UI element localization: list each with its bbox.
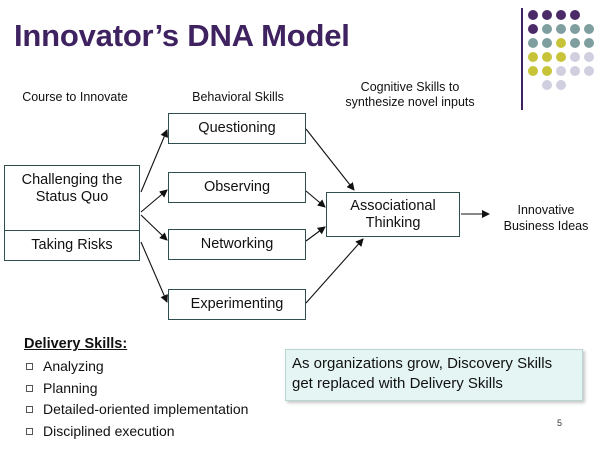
box-associational-thinking: Associational Thinking	[326, 192, 460, 237]
delivery-item-label: Disciplined execution	[43, 422, 175, 439]
box-challenging-status-quo: Challenging the Status Quo	[4, 165, 140, 231]
delivery-item-label: Detailed-oriented implementation	[43, 401, 249, 417]
dot	[528, 38, 538, 48]
dot	[570, 10, 580, 20]
arrow-experimenting-to-associational	[305, 238, 364, 304]
dot	[584, 52, 594, 62]
dot	[556, 10, 566, 20]
arrow-left-to-questioning	[140, 129, 168, 193]
dot	[556, 66, 566, 76]
decorative-dot-grid	[528, 10, 600, 98]
dot	[542, 24, 552, 34]
delivery-skills-list: Analyzing Planning Detailed-oriented imp…	[24, 356, 248, 442]
dot	[570, 52, 580, 62]
arrow-left-to-experimenting	[140, 241, 168, 303]
dot	[542, 52, 552, 62]
dot	[556, 80, 566, 90]
delivery-skills-title: Delivery Skills:	[24, 336, 128, 352]
decorative-divider	[521, 8, 523, 110]
delivery-item-label: Analyzing	[43, 358, 104, 374]
dot	[556, 38, 566, 48]
dot	[556, 52, 566, 62]
square-bullet-icon	[26, 406, 33, 414]
arrow-left-to-networking	[140, 214, 168, 241]
dot	[528, 66, 538, 76]
dot	[528, 52, 538, 62]
box-experimenting: Experimenting	[168, 289, 306, 320]
square-bullet-icon	[26, 427, 33, 435]
dot	[542, 80, 552, 90]
dot	[570, 24, 580, 34]
dot	[584, 38, 594, 48]
arrow-networking-to-associational	[305, 226, 326, 242]
square-bullet-icon	[26, 363, 33, 371]
slide-title: Innovator’s DNA Model	[14, 18, 350, 53]
delivery-item-label: Planning	[43, 379, 98, 396]
dot	[570, 66, 580, 76]
box-questioning: Questioning	[168, 113, 306, 144]
dot	[528, 24, 538, 34]
box-observing: Observing	[168, 172, 306, 203]
dot	[584, 24, 594, 34]
list-item: Planning	[24, 378, 248, 400]
dot	[528, 10, 538, 20]
callout-box: As organizations grow, Discovery Skills …	[285, 349, 583, 401]
list-item: Disciplined execution	[24, 421, 248, 443]
header-course-to-innovate: Course to Innovate	[22, 90, 128, 104]
dot	[556, 24, 566, 34]
arrow-observing-to-associational	[305, 190, 326, 208]
arrow-questioning-to-associational	[305, 128, 355, 191]
list-item: Analyzing	[24, 356, 248, 378]
arrow-left-to-observing	[140, 189, 168, 213]
dot	[570, 38, 580, 48]
page-number: 5	[557, 418, 563, 428]
dot	[584, 66, 594, 76]
dot	[542, 10, 552, 20]
output-innovative-business-ideas: Innovative Business Ideas	[503, 203, 589, 233]
header-cognitive-skills: Cognitive Skills to synthesize novel inp…	[345, 80, 475, 109]
box-networking: Networking	[168, 229, 306, 260]
square-bullet-icon	[26, 384, 33, 392]
dot	[542, 66, 552, 76]
dot	[542, 38, 552, 48]
box-taking-risks: Taking Risks	[4, 230, 140, 261]
header-behavioral-skills: Behavioral Skills	[192, 90, 284, 104]
list-item: Detailed-oriented implementation	[24, 399, 248, 421]
